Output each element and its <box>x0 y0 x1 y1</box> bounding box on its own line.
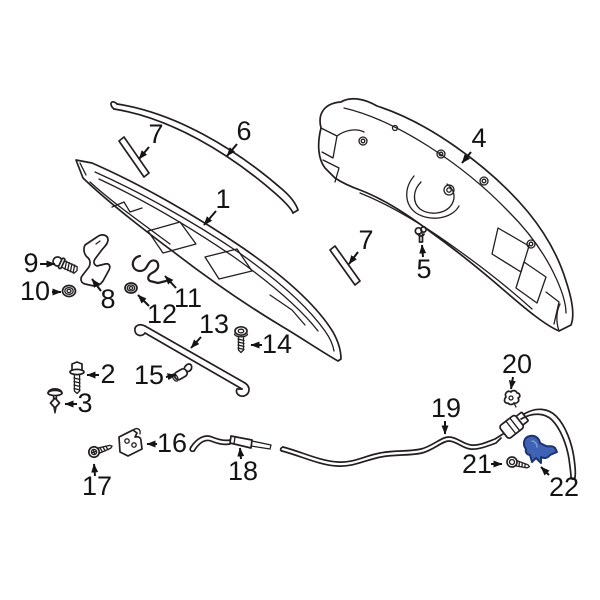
callout-17: 17 <box>82 463 112 501</box>
part-18-cable-front <box>189 435 272 453</box>
callout-21: 21 <box>462 449 503 479</box>
callout-label: 16 <box>157 428 187 458</box>
callout-2: 2 <box>86 359 116 389</box>
callout-label: 5 <box>416 254 431 284</box>
callout-label: 22 <box>549 472 579 502</box>
part-13-prop-rod <box>134 323 250 397</box>
part-21-screw <box>506 456 531 469</box>
callout-label: 18 <box>228 456 258 486</box>
part-11-latch-hook <box>131 254 168 285</box>
callout-10: 10 <box>20 276 62 306</box>
part-4-insulation-pad <box>317 97 574 332</box>
callout-11: 11 <box>164 275 202 313</box>
callout-label: 1 <box>215 184 230 214</box>
part-14-bolt <box>233 325 249 354</box>
part-5-clip <box>414 226 427 243</box>
callout-1: 1 <box>203 184 231 226</box>
callout-label: 2 <box>100 359 115 389</box>
callout-label: 9 <box>23 248 38 278</box>
callout-15: 15 <box>134 360 177 390</box>
callout-4: 4 <box>461 123 487 164</box>
part-6-weatherstrip <box>110 101 299 214</box>
callout-label: 11 <box>174 283 202 313</box>
part-19-cable-rear <box>279 408 577 481</box>
callout-label: 7 <box>358 225 373 255</box>
callout-label: 10 <box>20 276 50 306</box>
callout-13: 13 <box>190 309 229 349</box>
part-7-seal-strip-top <box>118 136 150 178</box>
callout-5: 5 <box>416 244 432 284</box>
callout-22-highlighted: 22 <box>540 466 579 502</box>
callout-9: 9 <box>23 248 56 278</box>
part-3-retainer-clip <box>47 388 63 414</box>
part-1-hood-panel <box>75 159 342 362</box>
callout-3: 3 <box>64 388 93 418</box>
callout-label: 13 <box>199 309 229 339</box>
part-2-bolt <box>69 361 85 395</box>
callout-label: 20 <box>502 349 532 379</box>
callout-16: 16 <box>146 428 187 458</box>
part-15-clip <box>171 363 193 382</box>
callout-label: 12 <box>147 299 177 329</box>
part-7-seal-strip-right <box>329 245 361 286</box>
callout-7-right: 7 <box>348 225 374 265</box>
part-17-screw <box>87 444 113 459</box>
callout-label: 15 <box>134 360 164 390</box>
callout-label: 7 <box>148 119 163 149</box>
callout-12: 12 <box>137 294 177 329</box>
callout-20: 20 <box>502 349 532 390</box>
part-16-bracket <box>118 427 143 457</box>
callout-8: 8 <box>91 278 116 314</box>
callout-label: 19 <box>431 393 461 423</box>
callout-label: 3 <box>77 388 92 418</box>
callout-label: 4 <box>471 123 486 153</box>
part-10-nut <box>61 284 77 298</box>
callout-7-top: 7 <box>138 119 164 160</box>
callout-6: 6 <box>226 116 252 157</box>
callout-label: 17 <box>82 471 112 501</box>
callout-label: 6 <box>236 116 251 146</box>
callout-label: 21 <box>462 449 492 479</box>
part-12-nut <box>124 282 138 294</box>
part-9-bolt <box>52 256 78 274</box>
callout-14: 14 <box>250 329 292 359</box>
part-20-clip <box>503 389 521 408</box>
callout-label: 14 <box>262 329 292 359</box>
part-8-hinge <box>80 234 111 287</box>
callout-18: 18 <box>228 447 258 486</box>
callout-label: 8 <box>100 284 115 314</box>
callout-19: 19 <box>431 393 461 435</box>
part-22-release-clip-highlighted <box>522 434 558 464</box>
